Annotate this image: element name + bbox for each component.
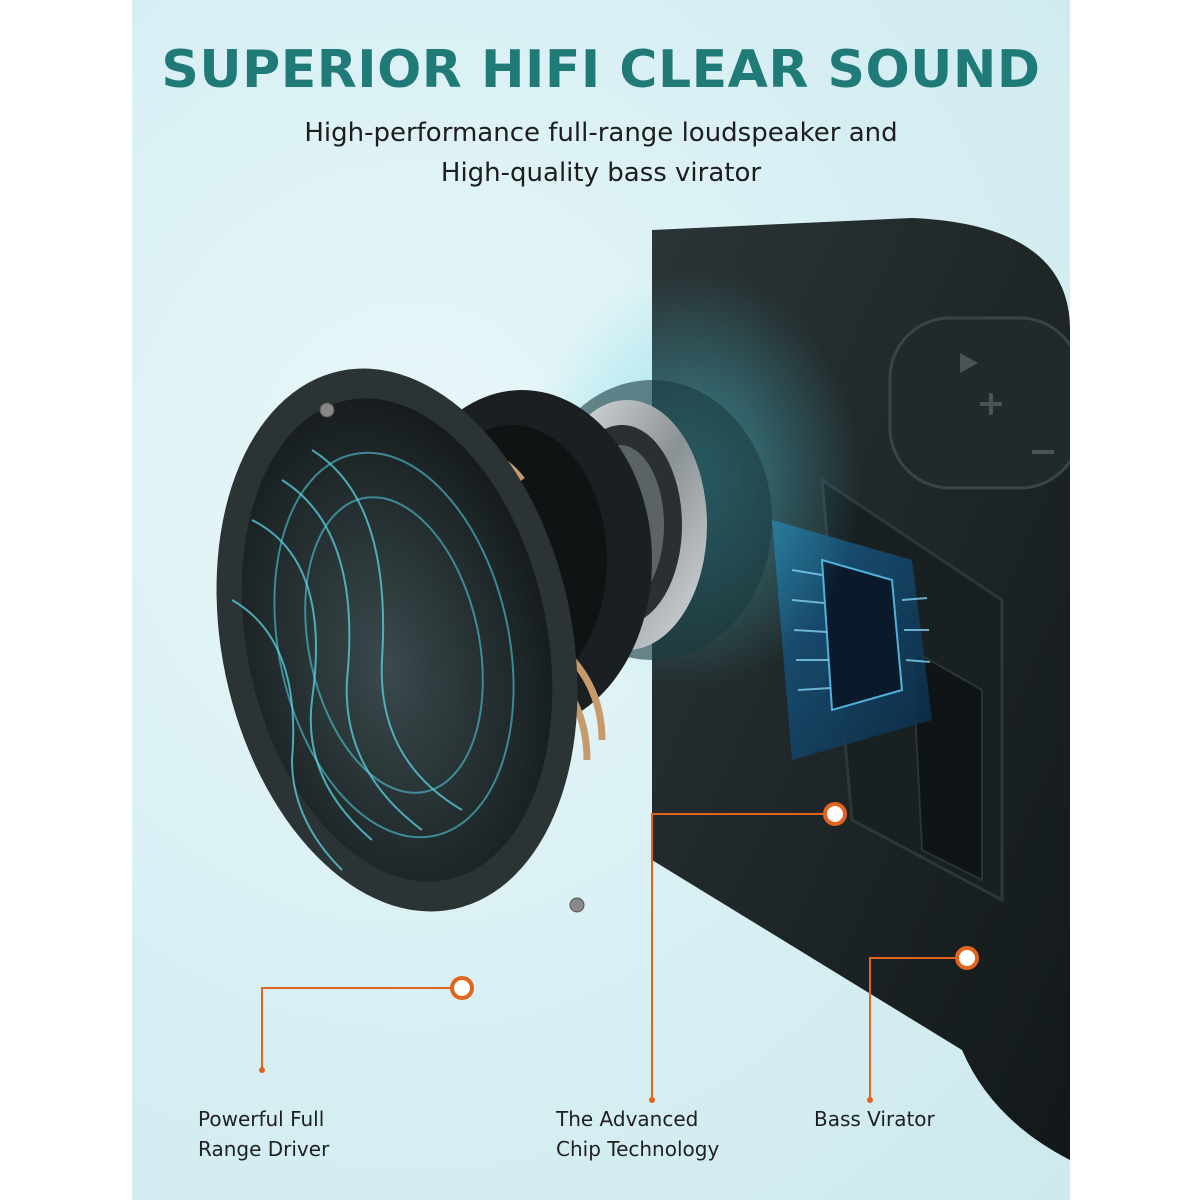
callout-driver-line1: Powerful Full — [198, 1107, 325, 1131]
headline: SUPERIOR HIFI CLEAR SOUND — [161, 40, 1041, 100]
callout-bass: Bass Virator — [814, 1104, 935, 1134]
callout-dots — [259, 802, 979, 1103]
callout-driver: Powerful Full Range Driver — [198, 1104, 329, 1164]
subtitle-line-1: High-performance full-range loudspeaker … — [304, 118, 898, 148]
product-panel: SUPERIOR HIFI CLEAR SOUND High-performan… — [132, 0, 1070, 1200]
callout-chip-line1: The Advanced — [556, 1107, 699, 1131]
speaker-illustration — [216, 218, 1070, 1160]
callout-bass-line1: Bass Virator — [814, 1107, 935, 1131]
minus-icon[interactable] — [1032, 450, 1054, 454]
callout-lines — [261, 813, 967, 1100]
callout-driver-line2: Range Driver — [198, 1137, 330, 1161]
callout-chip: The Advanced Chip Technology — [556, 1104, 719, 1164]
plus-icon[interactable] — [980, 393, 1002, 415]
callout-chip-line2: Chip Technology — [556, 1137, 720, 1161]
woofer — [216, 368, 585, 913]
subtitle-line-2: High-quality bass virator — [440, 158, 762, 188]
play-icon[interactable] — [960, 353, 978, 373]
